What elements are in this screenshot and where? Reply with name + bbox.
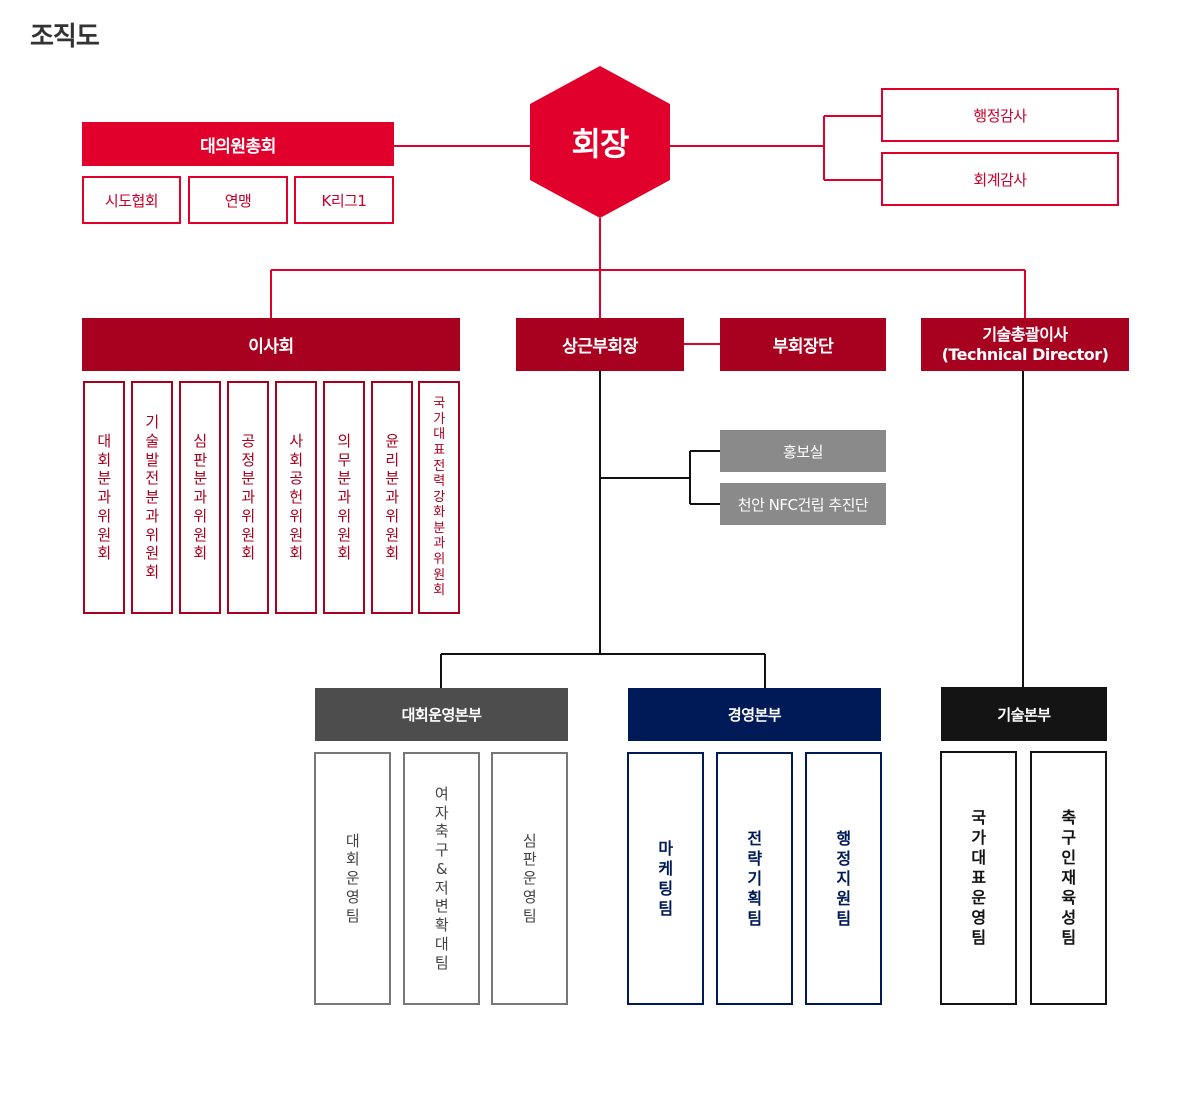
assembly-member-label: K리그1 (321, 191, 367, 210)
president-label: 회장 (571, 125, 630, 163)
technical-director-subtitle: (Technical Director) (941, 344, 1109, 364)
board-label: 이사회 (248, 337, 294, 357)
committee-box: 사회공헌위원회 (275, 381, 317, 614)
standing-vp-box: 상근부회장 (516, 318, 684, 371)
division-label: 경영본부 (727, 706, 782, 724)
team-label: 국가대표 운영팀 (971, 808, 986, 947)
committee-box: 공정분과위원회 (227, 381, 269, 614)
team-box: 대회운영팀 (314, 752, 391, 1005)
team-label: 전략기획팀 (747, 828, 762, 928)
committee-box: 심판분과위원회 (179, 381, 221, 614)
audit-box: 회계감사 (881, 152, 1119, 206)
committee-label: 대회분과위원회 (97, 431, 111, 563)
team-label: 대회운영팀 (345, 831, 360, 925)
team-box: 행정지원팀 (805, 752, 882, 1005)
assembly-member-label: 연맹 (224, 191, 252, 210)
standing-vp-label: 상근부회장 (562, 337, 638, 357)
division-box: 경영본부 (628, 688, 881, 741)
division-box: 대회운영본부 (315, 688, 568, 741)
technical-director-box: 기술총괄이사 (Technical Director) (921, 318, 1129, 371)
committee-label: 기술발전분과위원회 (145, 413, 159, 582)
staff-unit-box: 홍보실 (720, 430, 886, 472)
committee-label: 사회공헌위원회 (289, 431, 303, 563)
technical-director-title: 기술총괄이사 (982, 324, 1068, 344)
assembly-label: 대의원총회 (200, 136, 276, 157)
committee-label: 공정분과위원회 (241, 431, 255, 563)
committee-label: 심판분과위원회 (193, 431, 207, 563)
president-hexagon (530, 66, 670, 218)
staff-unit-label: 천안 NFC건립 추진단 (737, 495, 869, 514)
division-box: 기술본부 (941, 687, 1107, 741)
committee-box: 윤리분과위원회 (371, 381, 413, 614)
assembly-member-box: 연맹 (188, 176, 288, 224)
vice-presidents-label: 부회장단 (772, 337, 834, 357)
team-box: 마케팅팀 (627, 752, 704, 1005)
staff-unit-label: 홍보실 (783, 442, 823, 461)
staff-unit-box: 천안 NFC건립 추진단 (720, 483, 886, 525)
team-box: 심판운영팀 (491, 752, 568, 1005)
vice-presidents-box: 부회장단 (720, 318, 886, 371)
team-label: 마케팅팀 (658, 838, 673, 918)
team-box: 전략기획팀 (716, 752, 793, 1005)
assembly-member-box: 시도협회 (82, 176, 181, 224)
team-label: 여자축구 & 저변확대팀 (434, 784, 449, 972)
assembly-member-box: K리그1 (294, 176, 394, 224)
team-label: 심판운영팀 (522, 831, 537, 925)
committee-box: 기술발전분과위원회 (131, 381, 173, 614)
committee-label: 윤리분과위원회 (385, 431, 399, 563)
assembly-member-label: 시도협회 (104, 191, 159, 210)
team-label: 행정지원팀 (836, 828, 851, 928)
division-label: 기술본부 (997, 705, 1051, 724)
team-box: 축구인재육성팀 (1030, 751, 1107, 1005)
committee-label: 의무분과위원회 (337, 431, 351, 563)
audit-box: 행정감사 (881, 88, 1119, 142)
audit-label: 행정감사 (973, 106, 1027, 125)
team-box: 여자축구 & 저변확대팀 (403, 752, 480, 1005)
team-label: 축구인재육성팀 (1061, 808, 1076, 947)
audit-label: 회계감사 (973, 170, 1027, 189)
committee-box: 대회분과위원회 (83, 381, 125, 614)
committee-box: 국가대표전력강화분과위원회 (418, 381, 460, 614)
page-title: 조직도 (30, 22, 100, 52)
board-box: 이사회 (82, 318, 460, 371)
committee-label: 국가대표전력강화분과위원회 (433, 396, 445, 599)
committee-box: 의무분과위원회 (323, 381, 365, 614)
division-label: 대회운영본부 (401, 706, 482, 724)
assembly-box: 대의원총회 (82, 122, 394, 166)
team-box: 국가대표 운영팀 (940, 751, 1017, 1005)
